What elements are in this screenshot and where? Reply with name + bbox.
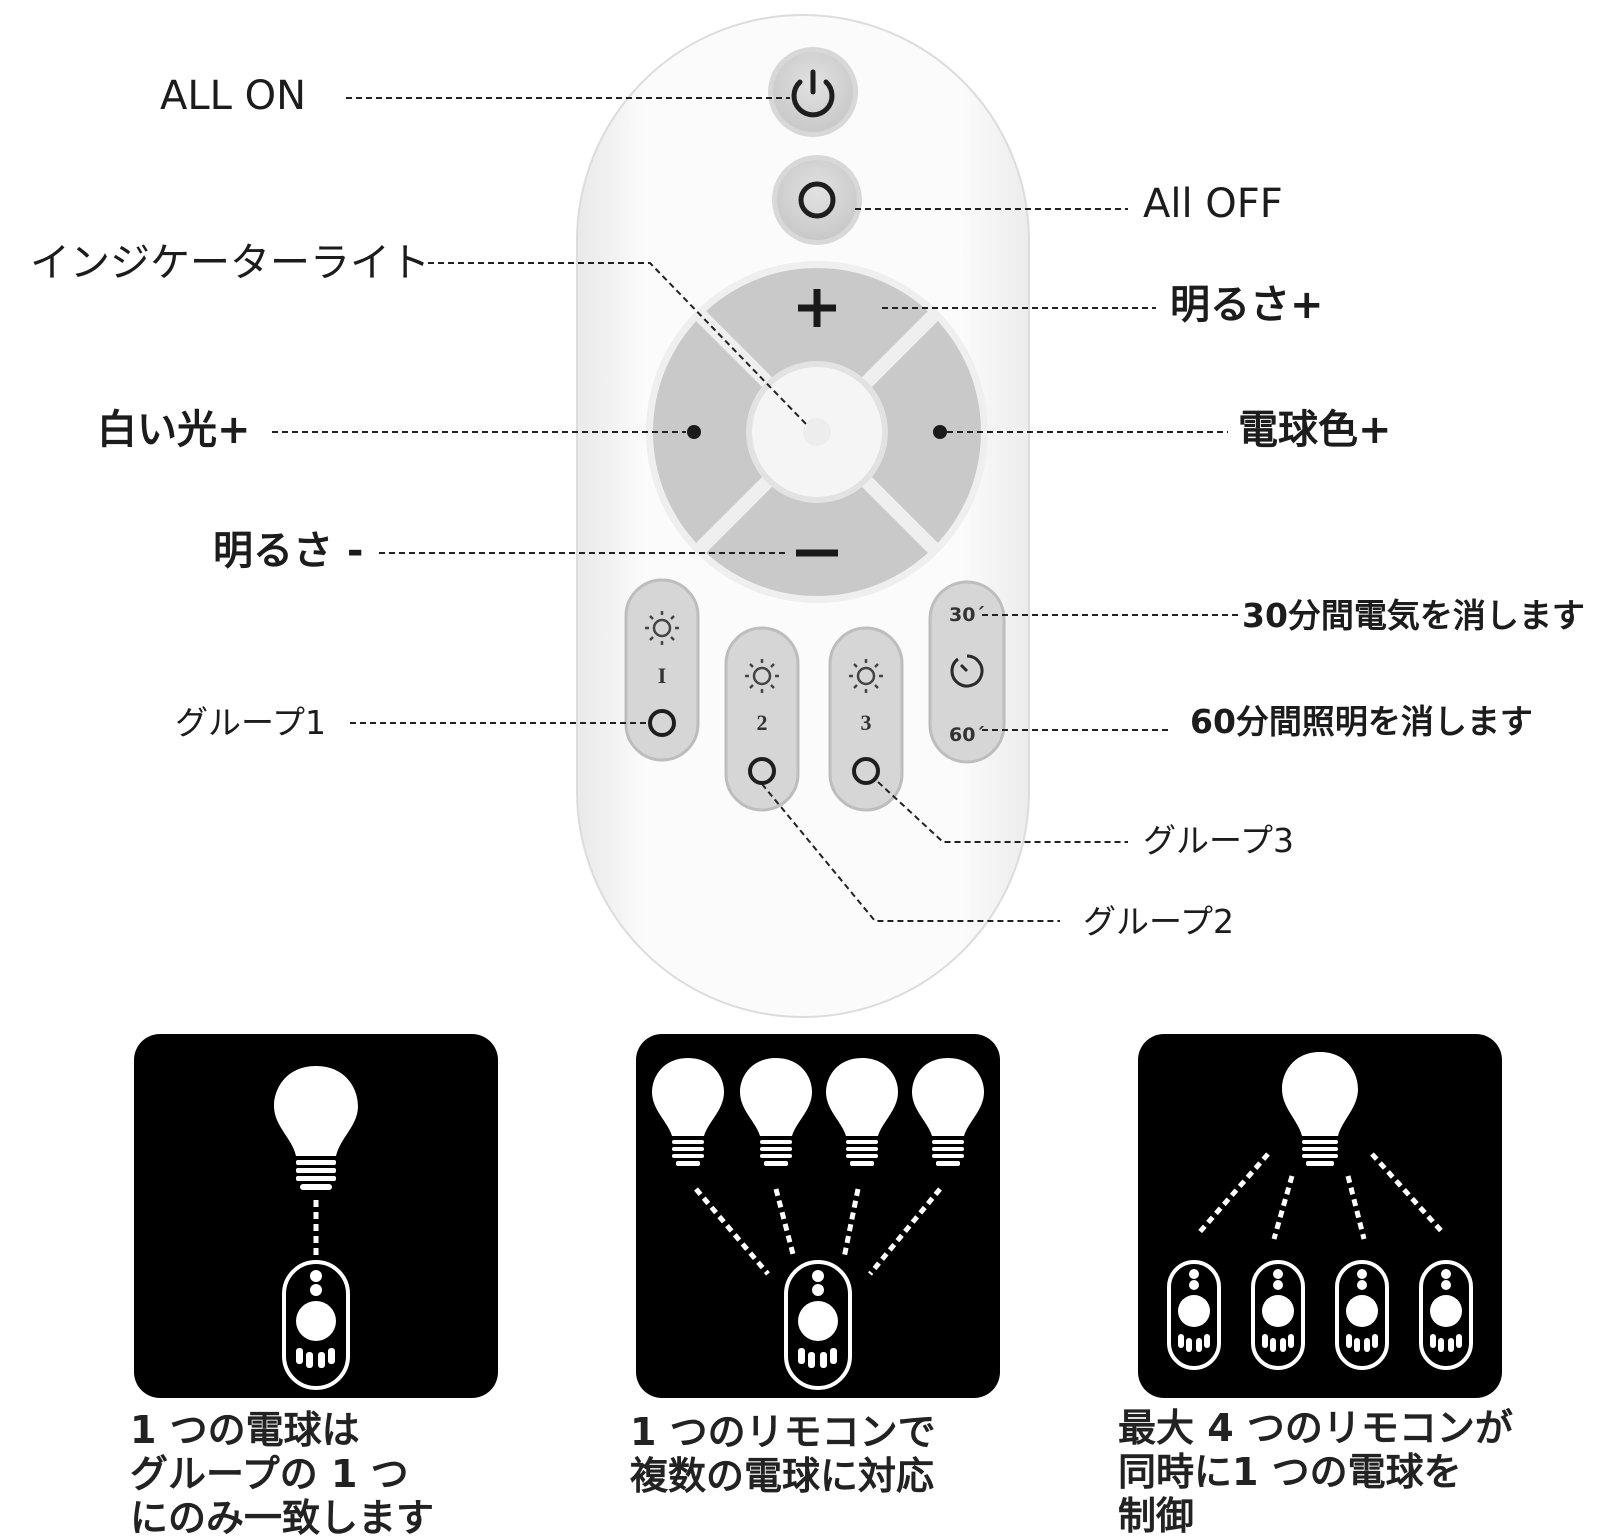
remote-illustration: I 2 3 30´: [272, 14, 1238, 1018]
timer-icon: [950, 654, 984, 688]
group3-key[interactable]: 3: [828, 626, 904, 812]
off-icon: [798, 181, 836, 219]
group2-key-label: 2: [757, 710, 768, 735]
all-on-button[interactable]: [768, 47, 858, 137]
panel-single-bulb: [134, 1034, 498, 1398]
remote-icon: [784, 1260, 852, 1390]
all-on-label: ALL ON: [160, 73, 307, 119]
leader-lines: [272, 97, 1238, 922]
sun-icon: [745, 659, 779, 693]
caption-line: グループの 1 つ: [130, 1452, 409, 1496]
bulb-icon: [740, 1058, 812, 1166]
white-light-button[interactable]: [687, 425, 701, 439]
timer-30-label: 30´: [949, 604, 985, 626]
power-icon: [791, 79, 835, 118]
bulb-icon: [1282, 1052, 1358, 1166]
sun-icon: [849, 659, 883, 693]
caption-line: にのみ一致します: [130, 1496, 435, 1540]
all-off-label: All OFF: [1143, 181, 1283, 227]
group2-label: グループ2: [1083, 902, 1235, 941]
panel3-caption: 最大 4 つのリモコンが 同時に1 つの電球を 制御: [1118, 1406, 1513, 1538]
bulb-icon: [652, 1058, 724, 1166]
timer-30-description: 30分間電気を消します: [1242, 596, 1585, 635]
caption-line: 1 つの電球は: [130, 1408, 360, 1452]
remote-icon: [1167, 1260, 1221, 1370]
remote-icon: [1419, 1260, 1473, 1370]
brightness-down-label: 明るさ -: [213, 528, 364, 574]
caption-line: 複数の電球に対応: [630, 1454, 935, 1498]
group2-key[interactable]: 2: [724, 626, 800, 812]
panel-multi-bulb: [636, 1034, 1000, 1398]
white-light-up-label: 白い光+: [97, 407, 251, 453]
indicator-light-label: インジケーターライト: [30, 240, 430, 286]
caption-line: 最大 4 つのリモコンが: [1118, 1406, 1513, 1450]
caption-line: 1 つのリモコンで: [630, 1410, 936, 1454]
group1-key-label: I: [658, 663, 667, 688]
caption-line: 制御: [1118, 1494, 1195, 1538]
panel2-caption: 1 つのリモコンで 複数の電球に対応: [630, 1410, 936, 1498]
timer-60-label: 60´: [949, 724, 985, 746]
caption-line: 同時に1 つの電球を: [1118, 1450, 1462, 1494]
remote-icon: [1335, 1260, 1389, 1370]
brightness-up-button[interactable]: [798, 289, 836, 327]
warm-light-up-label: 電球色+: [1238, 407, 1392, 453]
timer-key[interactable]: 30´ 60´: [928, 580, 1006, 764]
remote-icon: [1251, 1260, 1305, 1370]
bulb-icon: [274, 1066, 358, 1190]
brightness-up-label: 明るさ+: [1170, 282, 1324, 328]
sun-icon: [645, 611, 679, 645]
all-off-button[interactable]: [772, 155, 862, 245]
panel1-caption: 1 つの電球は グループの 1 つ にのみ一致します: [130, 1408, 434, 1540]
bulb-icon: [826, 1058, 898, 1166]
group1-key[interactable]: I: [624, 578, 700, 762]
remote-icon: [282, 1260, 350, 1390]
group1-label: グループ1: [175, 703, 327, 742]
warm-light-button[interactable]: [933, 425, 947, 439]
bulb-icon: [912, 1058, 984, 1166]
group3-label: グループ3: [1143, 821, 1295, 860]
timer-60-description: 60分間照明を消します: [1190, 702, 1533, 741]
group3-key-label: 3: [861, 710, 872, 735]
panel-multi-remote: [1138, 1034, 1502, 1398]
